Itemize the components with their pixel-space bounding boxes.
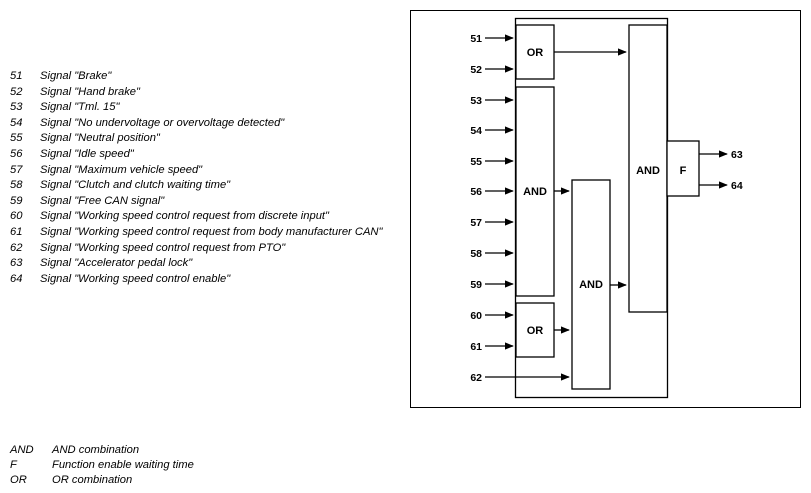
diagram-frame — [410, 10, 801, 408]
signal-number-56: 56 — [470, 186, 482, 198]
signal-number-55: 55 — [470, 156, 482, 168]
and-gate-final-label: AND — [636, 165, 660, 177]
signal-number-54: 54 — [470, 125, 482, 137]
signal-number-52: 52 — [470, 64, 482, 76]
function-enable-block — [666, 140, 700, 197]
signal-number-60: 60 — [470, 310, 482, 322]
or-gate-top-label: OR — [527, 47, 544, 59]
and-gate-upper — [515, 86, 555, 297]
signal-number-61: 61 — [470, 341, 482, 353]
function-enable-label: F — [680, 165, 687, 177]
signal-number-59: 59 — [470, 279, 482, 291]
signal-number-53: 53 — [470, 95, 482, 107]
signal-number-57: 57 — [470, 217, 482, 229]
signal-number-63: 63 — [731, 149, 743, 161]
signal-number-62: 62 — [470, 372, 482, 384]
signal-number-51: 51 — [470, 33, 482, 45]
or-gate-bottom-label: OR — [527, 325, 544, 337]
and-gate-middle-label: AND — [579, 279, 603, 291]
signal-number-64: 64 — [731, 180, 743, 192]
signal-number-58: 58 — [470, 248, 482, 260]
or-gate-top — [515, 24, 555, 80]
and-gate-final — [628, 24, 668, 313]
and-gate-upper-label: AND — [523, 186, 547, 198]
